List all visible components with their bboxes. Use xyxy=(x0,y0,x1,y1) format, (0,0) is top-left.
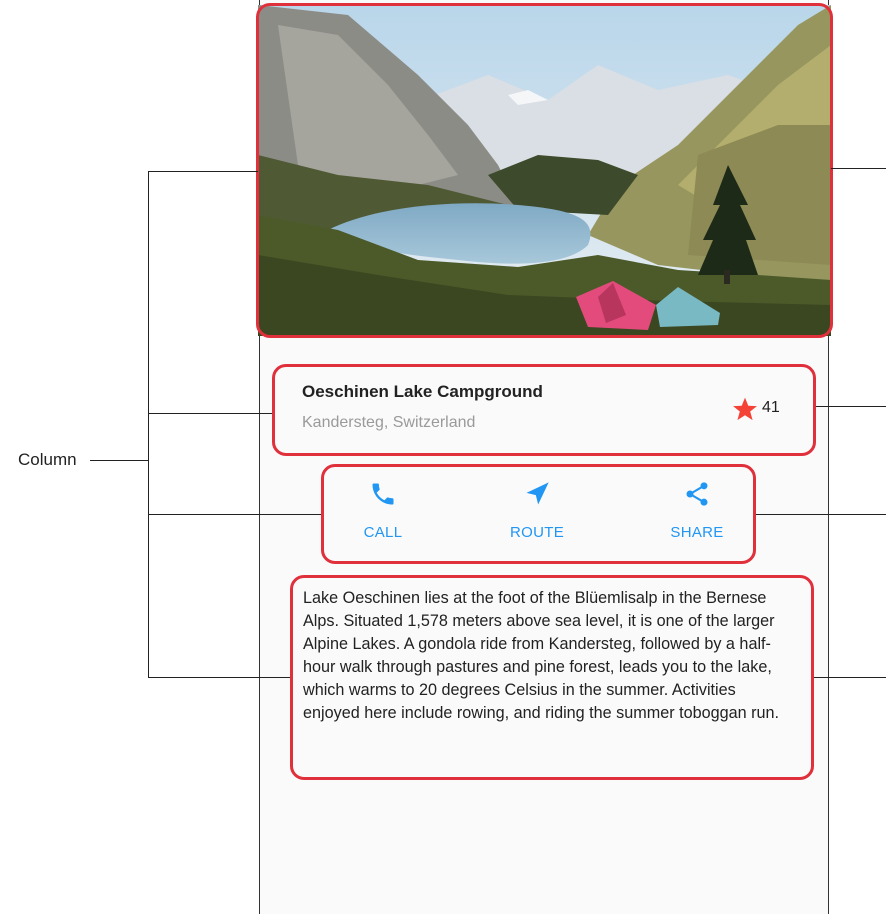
share-button[interactable]: SHARE xyxy=(652,480,742,541)
text-section-highlight xyxy=(290,575,814,780)
column-label-line xyxy=(90,460,148,461)
bracket-tick-buttons xyxy=(148,514,321,515)
bracket-tick-title xyxy=(148,413,272,414)
phone-icon xyxy=(372,483,394,505)
bracket-tick-image xyxy=(148,171,258,172)
column-label: Column xyxy=(18,450,77,469)
route-button[interactable]: ROUTE xyxy=(492,480,582,541)
button-row-highlight xyxy=(321,464,756,564)
call-button[interactable]: CALL xyxy=(338,480,428,541)
share-label: SHARE xyxy=(670,524,724,541)
place-title: Oeschinen Lake Campground xyxy=(302,382,543,401)
navigation-icon xyxy=(526,482,549,505)
right-line-title xyxy=(816,406,886,407)
place-subtitle: Kandersteg, Switzerland xyxy=(302,414,476,431)
rating-count: 41 xyxy=(762,399,780,416)
title-row-highlight xyxy=(272,364,816,456)
description-text: Lake Oeschinen lies at the foot of the B… xyxy=(303,589,780,722)
right-line-text xyxy=(814,677,886,678)
right-line-buttons xyxy=(756,514,886,515)
lake-photo xyxy=(258,5,831,336)
route-label: ROUTE xyxy=(510,524,564,541)
bracket-tick-text xyxy=(148,677,290,678)
right-line-image xyxy=(831,168,886,169)
star-icon[interactable] xyxy=(732,396,758,422)
lake-photo-drawing xyxy=(258,5,831,336)
image-highlight xyxy=(256,3,833,338)
call-label: CALL xyxy=(363,524,403,541)
column-bracket-line xyxy=(148,171,149,678)
share-icon xyxy=(686,482,708,506)
